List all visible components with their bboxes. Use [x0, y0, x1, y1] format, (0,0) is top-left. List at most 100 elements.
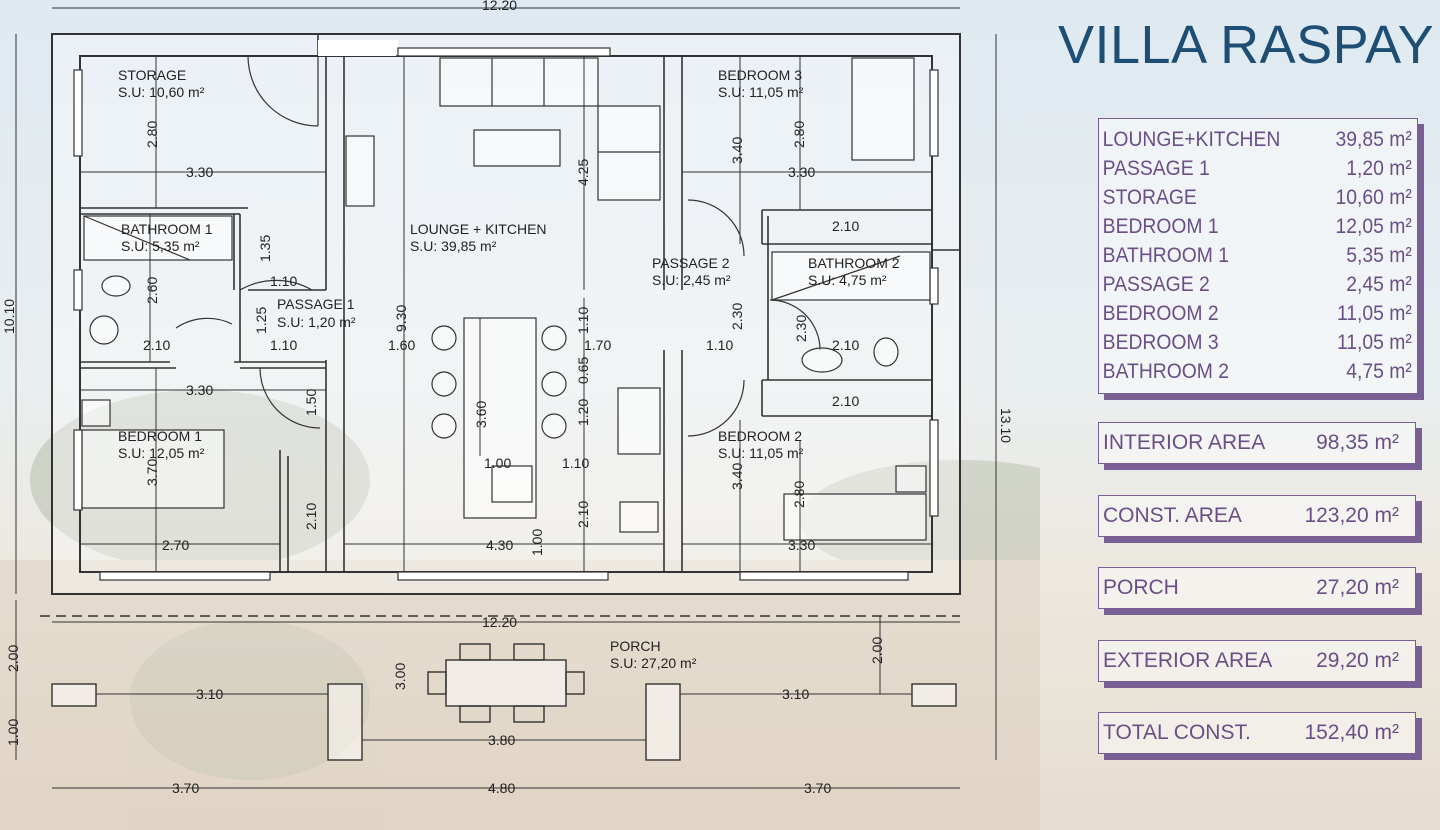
doors	[175, 55, 821, 437]
summary-value: 27,20 m²	[1316, 576, 1399, 599]
dim-bed1-w: 3.30	[186, 382, 213, 398]
area-name: BATHROOM 1	[1102, 244, 1229, 267]
dim-porch-height: 3.00	[392, 663, 408, 690]
room-lounge-area: S.U: 39,85 m²	[410, 238, 497, 254]
toilet-1	[101, 275, 131, 297]
porch-table	[445, 659, 567, 707]
room-passage2-name: PASSAGE 2	[652, 255, 730, 271]
dim-porch-center: 3.80	[488, 732, 515, 748]
dim-top-width: 12.20	[482, 0, 517, 13]
dim-lounge-h6: 3.60	[473, 401, 489, 428]
dim-bath1-h2: 2.60	[144, 277, 160, 304]
room-porch-area: S.U: 27,20 m²	[610, 655, 697, 671]
room-bathroom2-name: BATHROOM 2	[808, 255, 900, 271]
dim-left-height: 10.10	[1, 299, 17, 334]
dim-bath1-h1: 1.35	[257, 235, 273, 262]
windows	[73, 47, 939, 581]
dim-bed3-w: 3.30	[788, 164, 815, 180]
landscape-background	[0, 390, 1040, 830]
tv-unit	[345, 135, 375, 207]
room-storage-area: S.U: 10,60 m²	[118, 84, 205, 100]
dim-porch-right-depth: 2.00	[869, 637, 885, 664]
room-bedroom1-name: BEDROOM 1	[118, 428, 202, 444]
dim-storage-h: 2.80	[144, 121, 160, 148]
hob	[491, 465, 533, 503]
dim-lounge-h3: 1.10	[575, 307, 591, 334]
dimension-lines	[15, 7, 997, 789]
shower-2	[771, 251, 931, 301]
summary-name: INTERIOR AREA	[1103, 431, 1266, 454]
dim-pass2-h: 2.30	[729, 303, 745, 330]
dim-lounge-w1: 1.60	[388, 337, 415, 353]
area-name: BEDROOM 1	[1102, 215, 1219, 238]
dim-bed2-h1: 3.40	[729, 463, 745, 490]
dim-lounge-h2: 4.25	[575, 159, 591, 186]
bed-3	[851, 57, 915, 161]
dim-bed2-w: 3.30	[788, 537, 815, 553]
area-name: BATHROOM 2	[1102, 360, 1229, 383]
room-lounge-name: LOUNGE + KITCHEN	[410, 221, 547, 237]
room-passage1-area: S.U: 1,20 m²	[277, 314, 356, 330]
dim-lounge-h5: 1.20	[575, 399, 591, 426]
dim-pass-v1: 1.50	[303, 389, 319, 416]
area-name: BEDROOM 3	[1102, 331, 1219, 354]
dim-storage-w: 3.30	[186, 164, 213, 180]
area-row: BEDROOM 1 12,05 m²	[1099, 212, 1427, 241]
dim-lounge-w5: 4.30	[486, 537, 513, 553]
room-bedroom2-area: S.U: 11,05 m²	[718, 445, 804, 461]
shower-1	[83, 215, 233, 261]
total-const-box: TOTAL CONST.152,40 m²	[1098, 712, 1416, 754]
washbasin-1	[89, 315, 119, 345]
dim-bath2-w: 2.10	[832, 337, 859, 353]
area-value: 10,60 m²	[1335, 186, 1412, 209]
dim-bottom-left: 3.70	[172, 780, 199, 796]
area-name: BEDROOM 2	[1102, 302, 1219, 325]
dim-bottom-right: 3.70	[804, 780, 831, 796]
room-passage1-name: PASSAGE 1	[277, 296, 355, 312]
dim-bed1-w2: 2.70	[162, 537, 189, 553]
area-name: PASSAGE 1	[1102, 157, 1210, 180]
dim-wardrobe1: 2.10	[832, 218, 859, 234]
dim-bed3-h2: 2.80	[791, 121, 807, 148]
area-value: 4,75 m²	[1346, 360, 1412, 383]
summary-value: 98,35 m²	[1316, 431, 1399, 454]
dim-pass1-h: 1.25	[253, 307, 269, 334]
area-value: 11,05 m²	[1336, 302, 1412, 325]
area-value: 39,85 m²	[1335, 128, 1412, 151]
area-value: 12,05 m²	[1335, 215, 1412, 238]
dim-lounge-w3: 1.10	[562, 455, 589, 471]
area-row: BEDROOM 2 11,05 m²	[1099, 299, 1427, 328]
dim-lounge-h4: 0.65	[575, 357, 591, 384]
dim-bath1-w2: 2.10	[143, 337, 170, 353]
dim-lounge-h7: 2.10	[575, 501, 591, 528]
room-porch-name: PORCH	[610, 638, 661, 654]
dim-porch-left: 3.10	[196, 686, 223, 702]
dim-porch-depth: 2.00	[5, 645, 21, 672]
summary-value: 152,40 m²	[1304, 721, 1399, 744]
furniture	[81, 57, 931, 541]
dim-pass-v2: 2.10	[303, 503, 319, 530]
room-bedroom3-name: BEDROOM 3	[718, 67, 802, 83]
summary-name: EXTERIOR AREA	[1103, 649, 1273, 672]
page-title: VILLA RASPAY	[1058, 15, 1435, 75]
area-row: STORAGE 10,60 m²	[1099, 183, 1427, 212]
dim-lounge-w2: 1.00	[484, 455, 511, 471]
dim-porch-right: 3.10	[782, 686, 809, 702]
dim-bath2-h: 2.30	[793, 315, 809, 342]
dim-bed1-h: 3.70	[144, 459, 160, 486]
interior-walls	[80, 34, 960, 572]
sink	[619, 501, 659, 533]
room-bathroom1-name: BATHROOM 1	[121, 221, 213, 237]
dim-lounge-w6: 1.70	[584, 337, 611, 353]
dim-lounge-w4: 1.00	[529, 529, 545, 556]
dim-wardrobe2: 2.10	[832, 393, 859, 409]
area-name: STORAGE	[1102, 186, 1197, 209]
area-name: PASSAGE 2	[1102, 273, 1210, 296]
dim-bottom-mid: 4.80	[488, 780, 515, 796]
